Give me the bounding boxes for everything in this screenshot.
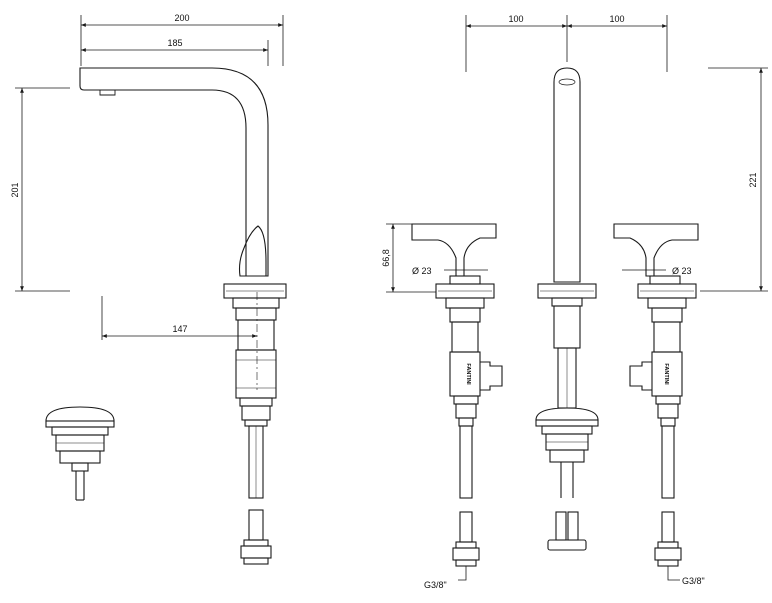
lever-handle [238,225,267,277]
connection-label-left: G3/8" [424,580,447,590]
spout-front [535,67,599,551]
side-view-mixer: 200 185 201 147 [10,13,287,565]
dim-handle-height: 66,8 [381,249,391,267]
valve-left: Ø 23 FANTINI G3/8" [411,223,503,590]
cross-handle-right [613,223,699,277]
brand-label-right: FANTINI [663,363,669,385]
dim-aerator-axis: 147 [172,324,187,334]
pop-up-waste [45,406,115,501]
valve-right: Ø 23 FANTINI G3/8" [613,223,705,586]
connection-label-right: G3/8" [682,576,705,586]
dim-handle-diameter-left: Ø 23 [412,266,432,276]
front-view-dimensions: 100 100 221 66,8 [381,14,768,293]
dim-spout-reach: 200 [174,13,189,23]
spout [79,67,269,277]
dim-spacing-left: 100 [508,14,523,24]
dim-spout-height: 201 [10,182,20,197]
dim-total-height: 221 [748,172,758,187]
dim-handle-diameter-right: Ø 23 [672,266,692,276]
brand-label-left: FANTINI [465,363,471,385]
dim-spout-reach-inner: 185 [167,38,182,48]
dim-spacing-right: 100 [609,14,624,24]
